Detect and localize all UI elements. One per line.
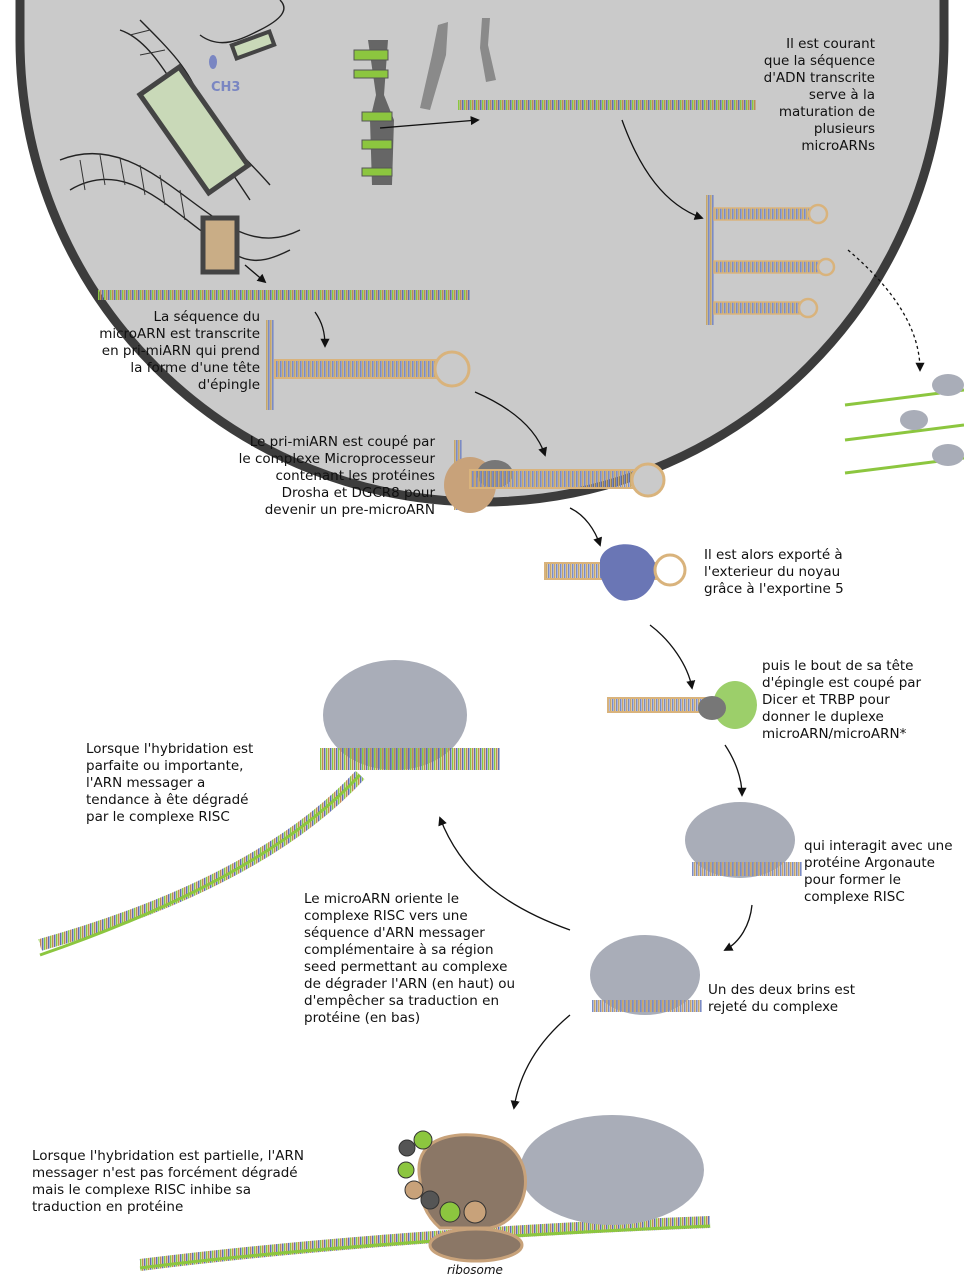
dna-rungs <box>79 29 186 221</box>
transcribed-rna-top <box>458 100 756 110</box>
annotation-transcription: La séquence du microARN est transcrite e… <box>99 309 260 393</box>
annotation-export: Il est alors exporté à l'exterieur du no… <box>704 547 844 597</box>
flow-arrows <box>244 116 925 1110</box>
annotation-dicer: puis le bout de sa tête d'épingle est co… <box>762 658 922 742</box>
exportin-complex <box>544 544 687 601</box>
annotation-strand-rejected: Un des deux brins est rejeté du complexe <box>708 982 856 1015</box>
ch3-label: CH3 <box>211 80 241 95</box>
annotation-perfect-hybridization: Lorsque l'hybridation est parfaite ou im… <box>86 741 254 825</box>
annotation-partial-hybridization: Lorsque l'hybridation est partielle, l'A… <box>32 1148 304 1215</box>
ribosome-label: ribosome <box>447 1263 503 1277</box>
dna-region-box-3 <box>200 215 240 275</box>
risc-rejected-strand <box>590 935 702 1015</box>
argonaute-complex <box>685 802 802 878</box>
dicer-complex <box>607 681 757 729</box>
pri-mirna-hairpin <box>266 320 471 410</box>
dna-region-box-2 <box>229 29 277 61</box>
translation-inhibition <box>139 1115 711 1271</box>
multi-hairpins <box>706 195 836 325</box>
mini-risc-complexes <box>844 374 964 475</box>
chromosomes <box>353 18 496 185</box>
annotation-microprocessor: Le pri-miARN est coupé par le complexe M… <box>238 434 435 518</box>
microprocessor-complex <box>444 440 666 513</box>
transcribed-rna-left <box>98 290 470 300</box>
annotation-argonaute: qui interagit avec une protéine Argonaut… <box>804 838 953 905</box>
annotation-multi-maturation: Il est courant que la séquence d'ADN tra… <box>763 36 875 154</box>
annotation-guidance: Le microARN oriente le complexe RISC ver… <box>304 891 516 1026</box>
ch3-tag-marker <box>209 55 217 69</box>
dna-region-box-1 <box>136 63 252 197</box>
risc-degradation <box>38 660 500 957</box>
